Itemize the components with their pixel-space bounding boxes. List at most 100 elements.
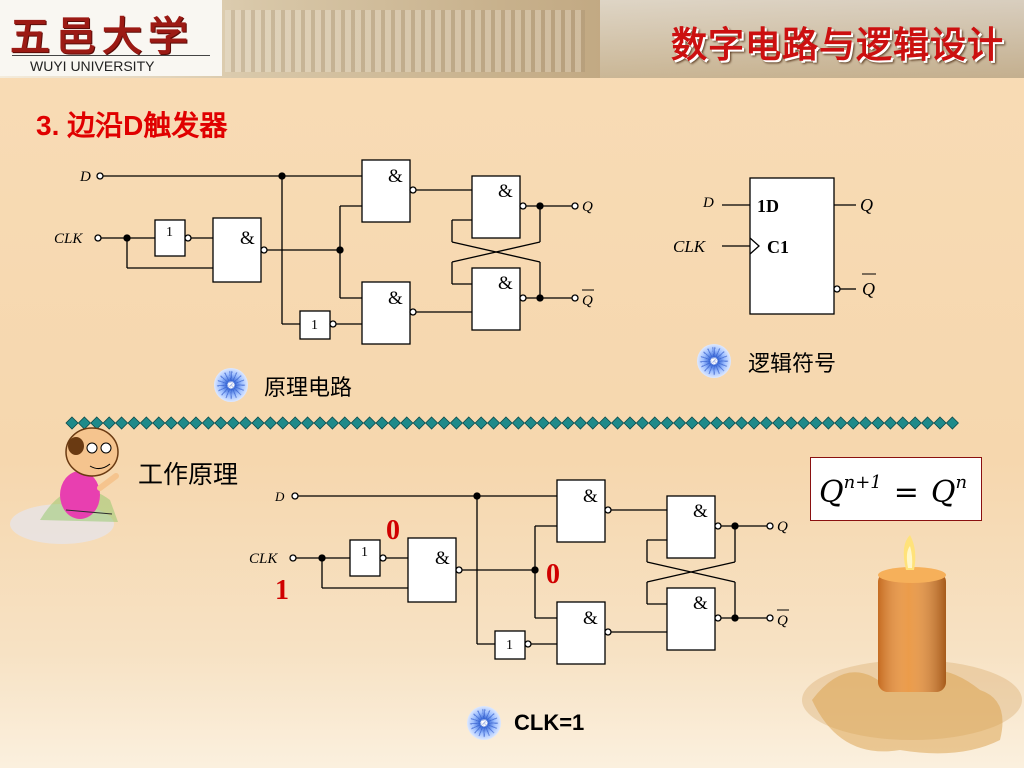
divider-diamond: [313, 416, 327, 430]
divider-diamond: [214, 416, 228, 430]
divider-diamond: [635, 416, 649, 430]
divider-diamond: [350, 416, 364, 430]
divider-diamond: [660, 416, 674, 430]
divider-diamond: [945, 416, 959, 430]
divider-diamond: [511, 416, 525, 430]
working-latch-gate-lower-label: &: [693, 593, 708, 614]
diamond-divider: [65, 416, 959, 430]
course-title: 数字电路与逻辑设计: [670, 25, 1004, 66]
working-and-gate-lower-label: &: [583, 608, 598, 629]
divider-diamond: [908, 416, 922, 430]
divider-diamond: [139, 416, 153, 430]
working-and-gate-upper-label: &: [583, 486, 598, 507]
symbol-q-label: Q: [860, 195, 873, 215]
divider-diamond: [834, 416, 848, 430]
divider-diamond: [697, 416, 711, 430]
divider-diamond: [611, 416, 625, 430]
working-not-gate-2-label: 1: [506, 638, 513, 653]
top-and-gate-lower-label: &: [388, 288, 403, 309]
divider-diamond: [933, 416, 947, 430]
symbol-clk-label: CLK: [673, 237, 707, 256]
divider-diamond: [127, 416, 141, 430]
working-circuit: [289, 479, 774, 665]
divider-diamond: [387, 416, 401, 430]
working-latch-gate-upper: [666, 495, 716, 559]
divider-diamond: [164, 416, 178, 430]
divider-diamond: [487, 416, 501, 430]
gate-output-value: 0: [386, 515, 400, 546]
top-q-label: Q: [582, 199, 593, 215]
top-latch-gate-upper-label: &: [498, 181, 513, 202]
divider-diamond: [239, 416, 253, 430]
formula-rhs-superscript: n: [955, 472, 968, 493]
formula-rhs: Q: [930, 475, 956, 510]
divider-diamond: [896, 416, 910, 430]
working-qbar-label: Q: [777, 613, 788, 629]
working-and-gate-upper: [556, 479, 606, 543]
divider-diamond: [115, 416, 129, 430]
slide-title: 3. 边沿D触发器: [36, 110, 228, 141]
top-circuit: [94, 159, 579, 345]
formula-lhs-superscript: n+1: [843, 472, 882, 493]
university-logo: 五邑大学 WUYI UNIVERSITY: [0, 0, 222, 76]
top-qbar-label: Q: [582, 293, 593, 309]
divider-diamond: [177, 416, 191, 430]
divider-diamond: [263, 416, 277, 430]
logo-divider: [12, 55, 210, 56]
working-not-gate-1-label: 1: [361, 545, 368, 560]
symbol-d-label: D: [702, 195, 714, 211]
divider-diamond: [437, 416, 451, 430]
divider-diamond: [276, 416, 290, 430]
top-and-gate-upper: [361, 159, 411, 223]
working-latch-gate-upper-label: &: [693, 501, 708, 522]
divider-diamond: [189, 416, 203, 430]
divider-diamond: [871, 416, 885, 430]
top-latch-gate-lower-label: &: [498, 273, 513, 294]
divider-diamond: [474, 416, 488, 430]
logic-symbol-caption: 逻辑符号: [748, 352, 837, 377]
logic-symbol-box: [749, 177, 835, 315]
caption-bullet-icon: [214, 368, 248, 402]
divider-diamond: [288, 416, 302, 430]
logo-chinese-text: 五邑大学: [10, 13, 194, 60]
divider-diamond: [449, 416, 463, 430]
characteristic-equation: Qn+1 = Qn: [810, 457, 982, 521]
working-d-label: D: [274, 489, 285, 504]
top-circuit-caption: 原理电路: [264, 376, 353, 401]
divider-diamond: [375, 416, 389, 430]
divider-diamond: [710, 416, 724, 430]
symbol-qbar-label: Q: [862, 279, 875, 299]
divider-diamond: [809, 416, 823, 430]
working-heading: 工作原理: [138, 460, 239, 489]
divider-diamond: [573, 416, 587, 430]
working-and-gate-lower: [556, 601, 606, 665]
divider-diamond: [338, 416, 352, 430]
working-qbar-output-pin: [766, 614, 774, 622]
divider-diamond: [784, 416, 798, 430]
top-q-output-pin: [571, 202, 579, 210]
divider-diamond: [499, 416, 513, 430]
divider-diamond: [598, 416, 612, 430]
divider-diamond: [363, 416, 377, 430]
divider-diamond: [251, 416, 265, 430]
teacher-icon: [10, 427, 119, 544]
formula-equals: =: [893, 475, 919, 510]
divider-diamond: [921, 416, 935, 430]
divider-diamond: [425, 416, 439, 430]
top-and-gate-clk: [212, 217, 262, 283]
divider-diamond: [201, 416, 215, 430]
working-q-label: Q: [777, 519, 788, 535]
top-and-gate-clk-label: &: [240, 228, 255, 249]
top-clk-junction: [123, 234, 131, 242]
divider-diamond: [772, 416, 786, 430]
formula-lhs: Q: [819, 475, 844, 510]
divider-diamond: [735, 416, 749, 430]
divider-diamond: [846, 416, 860, 430]
top-latch-gate-upper: [471, 175, 521, 239]
divider-diamond: [412, 416, 426, 430]
working-clk-label: CLK: [249, 551, 278, 567]
divider-diamond: [648, 416, 662, 430]
divider-diamond: [65, 416, 79, 430]
divider-diamond: [561, 416, 575, 430]
